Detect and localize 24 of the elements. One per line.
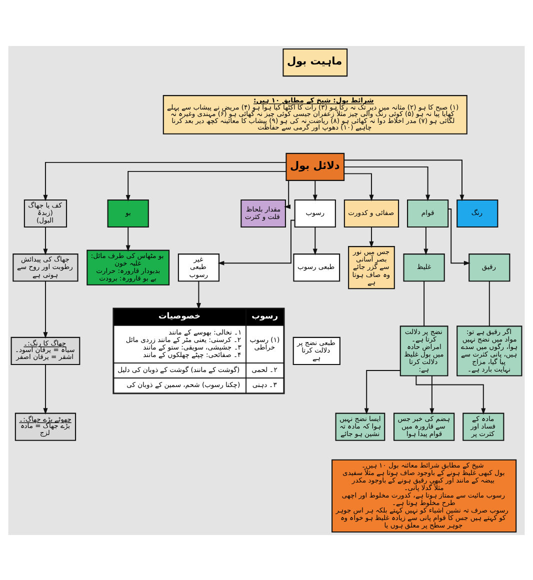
arrow	[416, 374, 486, 414]
arrow	[430, 374, 434, 414]
arrow	[369, 226, 374, 248]
arrow	[312, 226, 318, 255]
connector	[424, 280, 425, 326]
arrow	[424, 226, 428, 255]
arrow	[126, 170, 287, 201]
connector	[488, 280, 490, 326]
arrow	[218, 219, 296, 265]
arrow	[344, 159, 464, 201]
arrow	[43, 161, 286, 201]
arrow	[364, 370, 401, 414]
arrow	[43, 364, 48, 414]
arrow	[126, 226, 130, 252]
arrow	[312, 180, 318, 201]
arrow	[344, 166, 430, 201]
arrow	[43, 280, 48, 338]
arrow	[344, 172, 374, 201]
arrow	[284, 180, 290, 209]
arrow	[448, 208, 470, 265]
arrow	[196, 280, 201, 309]
node-box: دلائل بول	[286, 152, 345, 180]
node-box: ماہیت بول	[282, 48, 348, 76]
arrow	[43, 226, 48, 255]
